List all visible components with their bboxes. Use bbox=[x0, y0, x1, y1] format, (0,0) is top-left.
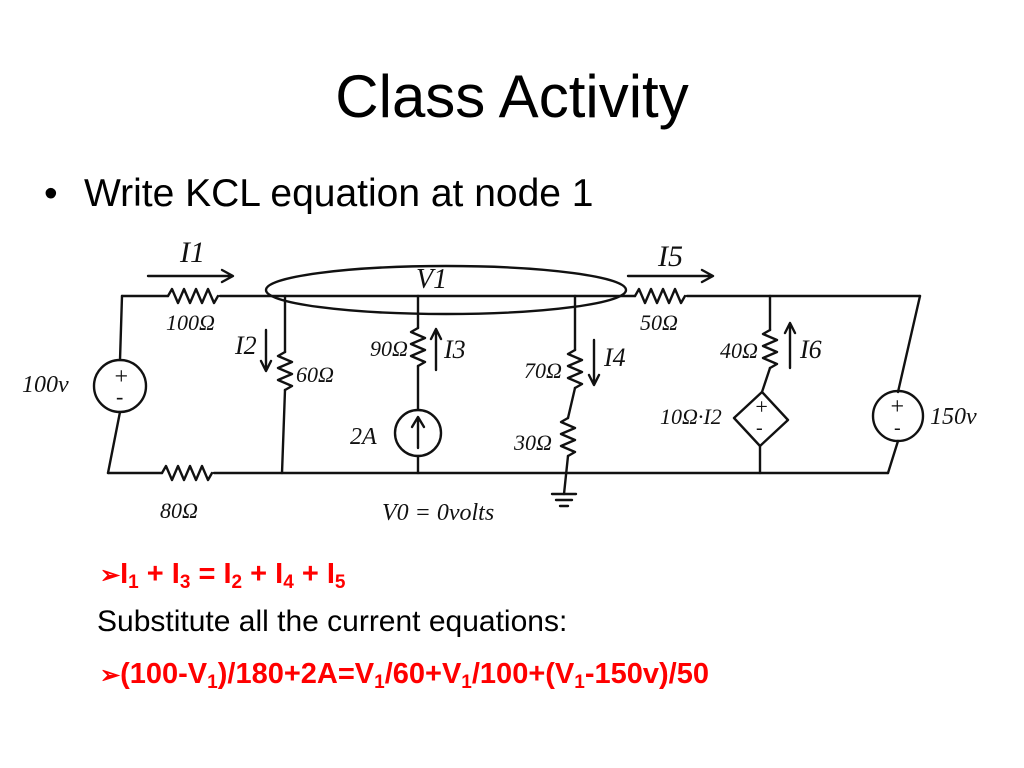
resistor-40 bbox=[761, 328, 779, 370]
i3-arrow bbox=[429, 327, 443, 372]
current-source-arrow-icon bbox=[410, 415, 426, 450]
vs100-minus-icon: - bbox=[116, 384, 123, 409]
resistor-90 bbox=[409, 326, 427, 368]
node1-ellipse bbox=[264, 264, 628, 316]
label-r30: 30Ω bbox=[513, 430, 552, 455]
label-r80: 80Ω bbox=[160, 498, 198, 523]
left-wire-top bbox=[118, 294, 124, 362]
ground-icon bbox=[550, 492, 578, 508]
arrow-bullet-icon: ➢ bbox=[100, 562, 121, 589]
label-i5: I5 bbox=[657, 240, 683, 273]
bullet-text: Write KCL equation at node 1 bbox=[84, 172, 594, 215]
slide-title: Class Activity bbox=[335, 63, 689, 130]
bullet-dot-icon: • bbox=[44, 172, 58, 215]
vs150-minus-icon: - bbox=[894, 417, 901, 439]
arrow-bullet-icon: ➢ bbox=[100, 662, 121, 689]
label-r50: 50Ω bbox=[640, 310, 678, 335]
label-i6: I6 bbox=[799, 335, 822, 364]
label-v1: V1 bbox=[416, 264, 447, 295]
label-cs2a: 2A bbox=[350, 424, 377, 450]
dep-minus-icon: - bbox=[756, 417, 763, 439]
resistor-60 bbox=[276, 350, 294, 392]
label-i4: I4 bbox=[603, 343, 626, 372]
label-r100: 100Ω bbox=[166, 310, 215, 335]
label-v0: V0 = 0volts bbox=[382, 500, 494, 526]
resistor-50 bbox=[633, 287, 687, 305]
label-r60: 60Ω bbox=[296, 362, 334, 387]
branch70-wire-bottom bbox=[562, 454, 570, 496]
branch60-wire-bottom bbox=[280, 388, 287, 475]
i1-arrow bbox=[146, 268, 235, 284]
label-i1: I1 bbox=[179, 236, 205, 269]
left-wire-bottom bbox=[106, 410, 122, 475]
i5-arrow bbox=[626, 268, 715, 284]
vs100-plus-icon: + bbox=[113, 364, 129, 390]
substitute-text: Substitute all the current equations: bbox=[97, 605, 568, 638]
circuit-diagram: + - + - + - I1 V1 I5 100Ω 50Ω I2 60Ω 90Ω… bbox=[22, 236, 977, 526]
resistor-30 bbox=[559, 416, 577, 458]
bullet-item: • Write KCL equation at node 1 bbox=[44, 170, 594, 218]
right-wire-top bbox=[896, 294, 922, 394]
kcl-equation: ➢I1 + I3 = I2 + I4 + I5 bbox=[100, 558, 346, 593]
i2-arrow bbox=[259, 328, 273, 373]
branch40-wire-mid bbox=[760, 366, 772, 394]
resistor-80 bbox=[160, 464, 214, 482]
label-r70: 70Ω bbox=[524, 358, 562, 383]
label-i3: I3 bbox=[443, 335, 466, 364]
right-wire-bottom bbox=[886, 439, 900, 475]
label-r90: 90Ω bbox=[370, 336, 408, 361]
resistor-100 bbox=[166, 287, 220, 305]
branch70-wire-mid bbox=[566, 386, 577, 420]
label-i2: I2 bbox=[234, 331, 257, 360]
label-dep: 10Ω·I2 bbox=[660, 404, 722, 429]
label-src150: 150v bbox=[930, 404, 977, 430]
i4-arrow bbox=[587, 338, 601, 387]
vs150-plus-icon: + bbox=[889, 394, 905, 420]
i6-arrow bbox=[783, 321, 797, 370]
label-r40: 40Ω bbox=[720, 338, 758, 363]
resistor-70 bbox=[566, 348, 584, 390]
label-src100: 100v bbox=[22, 372, 69, 398]
substituted-equation: ➢(100-V1)/180+2A=V1/60+V1/100+(V1-150v)/… bbox=[100, 658, 709, 693]
dep-plus-icon: + bbox=[754, 394, 769, 419]
